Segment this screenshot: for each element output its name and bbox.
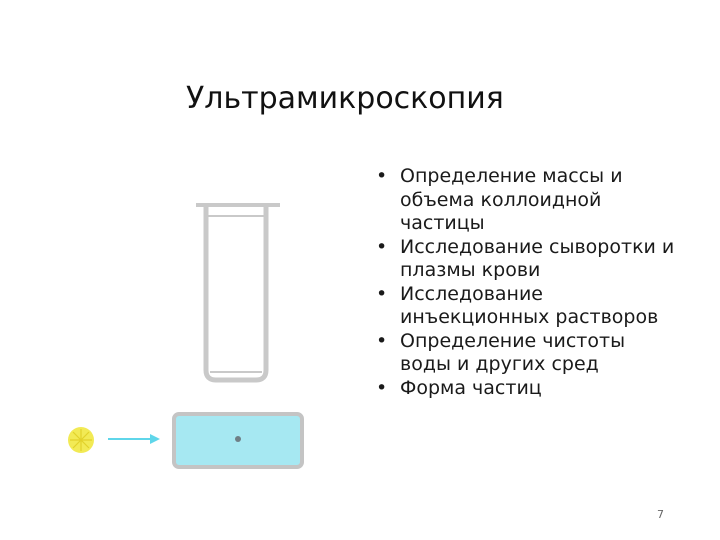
bullet-item: • Форма частиц xyxy=(376,377,676,401)
bullet-text: Форма частиц xyxy=(400,376,542,399)
bullet-item: • Определение массы и объема коллоидной … xyxy=(376,165,676,236)
page-number: 7 xyxy=(657,508,664,521)
bullet-item: • Определение чистоты воды и других сред xyxy=(376,330,676,377)
bullet-list: • Определение массы и объема коллоидной … xyxy=(376,165,676,400)
bullet-item: • Исследование инъекционных растворов xyxy=(376,283,676,330)
particle-dot-icon xyxy=(235,436,241,442)
bullet-marker: • xyxy=(376,329,388,352)
bullet-item: • Исследование сыворотки и плазмы крови xyxy=(376,236,676,283)
bullet-marker: • xyxy=(376,235,388,258)
bullet-marker: • xyxy=(376,376,388,399)
bullet-text: Исследование сыворотки и плазмы крови xyxy=(400,235,675,282)
bullet-text: Определение массы и объема коллоидной ча… xyxy=(400,165,623,234)
bullet-marker: • xyxy=(376,165,388,187)
bullet-marker: • xyxy=(376,282,388,305)
light-source-icon xyxy=(68,427,94,453)
slide-title: Ультрамикроскопия xyxy=(186,81,504,116)
bullet-text: Определение чистоты воды и других сред xyxy=(400,329,626,376)
light-beam-arrow-icon xyxy=(108,434,160,444)
bullet-text: Исследование инъекционных растворов xyxy=(400,282,659,329)
test-tube-icon xyxy=(196,203,280,383)
